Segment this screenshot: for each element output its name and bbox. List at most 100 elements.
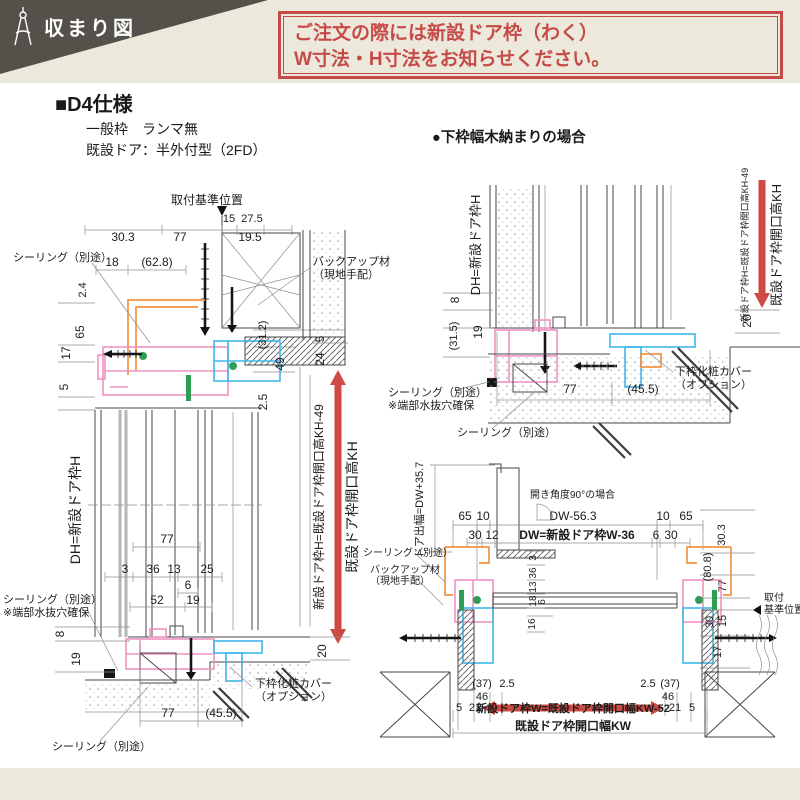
backup-label2: （現地手配）	[370, 574, 430, 587]
kw-label: 既設ドア枠開口幅KW	[515, 718, 632, 733]
dh-label: DH=新設ドア枠H	[468, 195, 483, 296]
dim-label: 19.5	[238, 230, 262, 244]
dim-label: 77	[717, 580, 729, 592]
dim-label: 10	[656, 509, 670, 523]
bottom-band	[0, 768, 800, 800]
dim-label: 65	[679, 509, 693, 523]
sill-cover-label: 下枠化粧カバー	[255, 676, 332, 690]
dim-label: 5	[313, 335, 327, 342]
sill-cover-label: 下枠化粧カバー	[675, 364, 752, 378]
spec-condition-frame: 一般枠 ランマ無	[86, 121, 198, 137]
page-title: 収まり図	[44, 18, 136, 40]
dim-label: 65	[73, 325, 87, 339]
dim-label: (62.8)	[141, 255, 172, 269]
dim-label: 5	[57, 383, 71, 390]
dim-label: 8	[53, 630, 67, 637]
dim-label: 21	[669, 702, 681, 714]
dim-label: 6	[537, 599, 548, 605]
dim-label: 36	[528, 567, 539, 579]
sealing-note-label: シーリング（別途）	[388, 385, 487, 399]
kh-label: 既設ドア枠開口高KH	[344, 441, 360, 572]
dim-label: (31.2)	[257, 321, 269, 350]
backup-label2: （現地手配）	[313, 267, 379, 281]
dim-label: 16	[527, 618, 538, 630]
new-width-formula: DW=新設ドア枠W-36	[519, 527, 635, 542]
new-height-formula: 新設ドア枠H=既設ドア枠開口高KH-49	[311, 404, 326, 610]
dim-label: (45.5)	[205, 706, 236, 720]
dim-label: 65	[458, 509, 472, 523]
dh-label: DH=新設ドア枠H	[67, 456, 83, 565]
mount-ref-label: 取付	[764, 591, 784, 604]
dim-label: 49	[273, 357, 287, 371]
sealing-bottom-label: シーリング（別途）	[52, 739, 151, 753]
dim-label: (80.8)	[702, 553, 714, 582]
dim-label: 8	[448, 296, 462, 303]
dim-label: 20	[740, 314, 754, 328]
dim-label: 17	[712, 646, 724, 658]
vertical-section-drawing: 取付基準位置 15 27.5 30.3 77 19.5 18 (62.8) 2.…	[3, 192, 390, 753]
dim-label: 13	[528, 581, 539, 593]
order-notice-inner: ご注文の際には新設ドア枠（わく） W寸法・H寸法をお知らせください。	[283, 16, 778, 74]
dim-label: 2.5	[640, 678, 655, 690]
notice-line1: ご注文の際には新設ドア枠（わく）	[294, 23, 599, 44]
dim-label: 25	[200, 562, 214, 576]
dim-label: 2.5	[499, 678, 514, 690]
dim-label: (31.5)	[448, 322, 460, 351]
dim-label: 19	[186, 593, 200, 607]
backup-label: バックアップ材	[370, 563, 440, 576]
dim-label: 77	[161, 706, 175, 720]
sealing-note-label: シーリング（別途）	[3, 592, 102, 606]
dim-label: 6	[653, 528, 660, 542]
sealing-note-label2: ※端部水抜穴確保	[388, 398, 474, 412]
dim-label: 5	[456, 702, 462, 714]
dim-label: 30	[468, 528, 482, 542]
dim-label: 46	[476, 691, 488, 703]
opening-angle-label: 開き角度90°の場合	[530, 488, 615, 501]
spec-condition-door: 既設ドア：半外付型（2FD）	[86, 142, 267, 158]
dim-label: 52	[150, 593, 164, 607]
sill-labels: DH=新設ドア枠H 8 (31.5) 19 新設ドア枠H=既設ドア枠開口高KH-…	[388, 168, 784, 439]
new-width-dimension: 新設ドア枠W=既設ドア枠開口幅KW-52	[476, 701, 670, 715]
dim-label: 15	[223, 213, 235, 225]
sill-cover-label2: （オプション）	[675, 378, 752, 391]
dim-label: 13	[167, 562, 181, 576]
dim-label: DW-56.3	[549, 509, 596, 523]
dim-label: 2.5	[256, 393, 270, 410]
dim-label: 17	[59, 346, 73, 360]
dim-label: 10	[476, 509, 490, 523]
dim-label: 27.5	[241, 213, 262, 225]
plan-section-drawing: ドア出幅=DW+35.7 開き角度90°の場合 65 10 DW-56.3 10…	[363, 462, 800, 738]
order-notice-box: ご注文の際には新設ドア枠（わく） W寸法・H寸法をお知らせください。	[278, 11, 783, 79]
sill-drawing-title: ●下枠幅木納まりの場合	[432, 130, 586, 146]
sealing-label: シーリング（別途）	[457, 425, 556, 439]
dim-label: 77	[173, 230, 187, 244]
backup-label: バックアップ材	[313, 254, 390, 268]
sill-baseboard-drawing: DH=新設ドア枠H 8 (31.5) 19 新設ドア枠H=既設ドア枠開口高KH-…	[388, 168, 800, 459]
dim-label: 19	[471, 325, 485, 339]
dim-label: 30	[664, 528, 678, 542]
sill-cover-label2: （オプション）	[255, 690, 332, 703]
door-depth-label: ドア出幅=DW+35.7	[412, 462, 426, 559]
vertical-section-labels: 取付基準位置 15 27.5 30.3 77 19.5 18 (62.8) 2.…	[3, 192, 390, 753]
plan-graphics	[379, 463, 778, 738]
spec-title: ■D4仕様	[55, 94, 133, 116]
dim-label: 46	[662, 691, 674, 703]
dim-label: 20	[315, 644, 329, 658]
notice-line2: W寸法・H寸法をお知らせください。	[294, 49, 611, 70]
dim-label: 12	[485, 528, 499, 542]
sealing-note-label2: ※端部水抜穴確保	[3, 605, 89, 619]
dim-label: (37)	[472, 678, 492, 690]
dim-label: 30	[704, 616, 716, 628]
dim-label: 3	[528, 555, 539, 561]
sill-section-graphics	[55, 262, 313, 742]
dim-label: 30.3	[111, 230, 135, 244]
dim-label: 24	[313, 352, 327, 366]
sealing-label: シーリング（別途）	[13, 250, 112, 264]
mount-ref-label2: 基準位置	[764, 603, 800, 616]
dim-label: 2.4	[77, 282, 89, 297]
new-height-formula: 新設ドア枠H=既設ドア枠開口高KH-49	[739, 168, 750, 322]
middle-section-graphics	[88, 367, 311, 637]
mount-ref-label: 取付基準位置	[171, 192, 243, 207]
dim-label: 6	[185, 578, 192, 592]
plan-labels: ドア出幅=DW+35.7 開き角度90°の場合 65 10 DW-56.3 10…	[363, 462, 800, 733]
